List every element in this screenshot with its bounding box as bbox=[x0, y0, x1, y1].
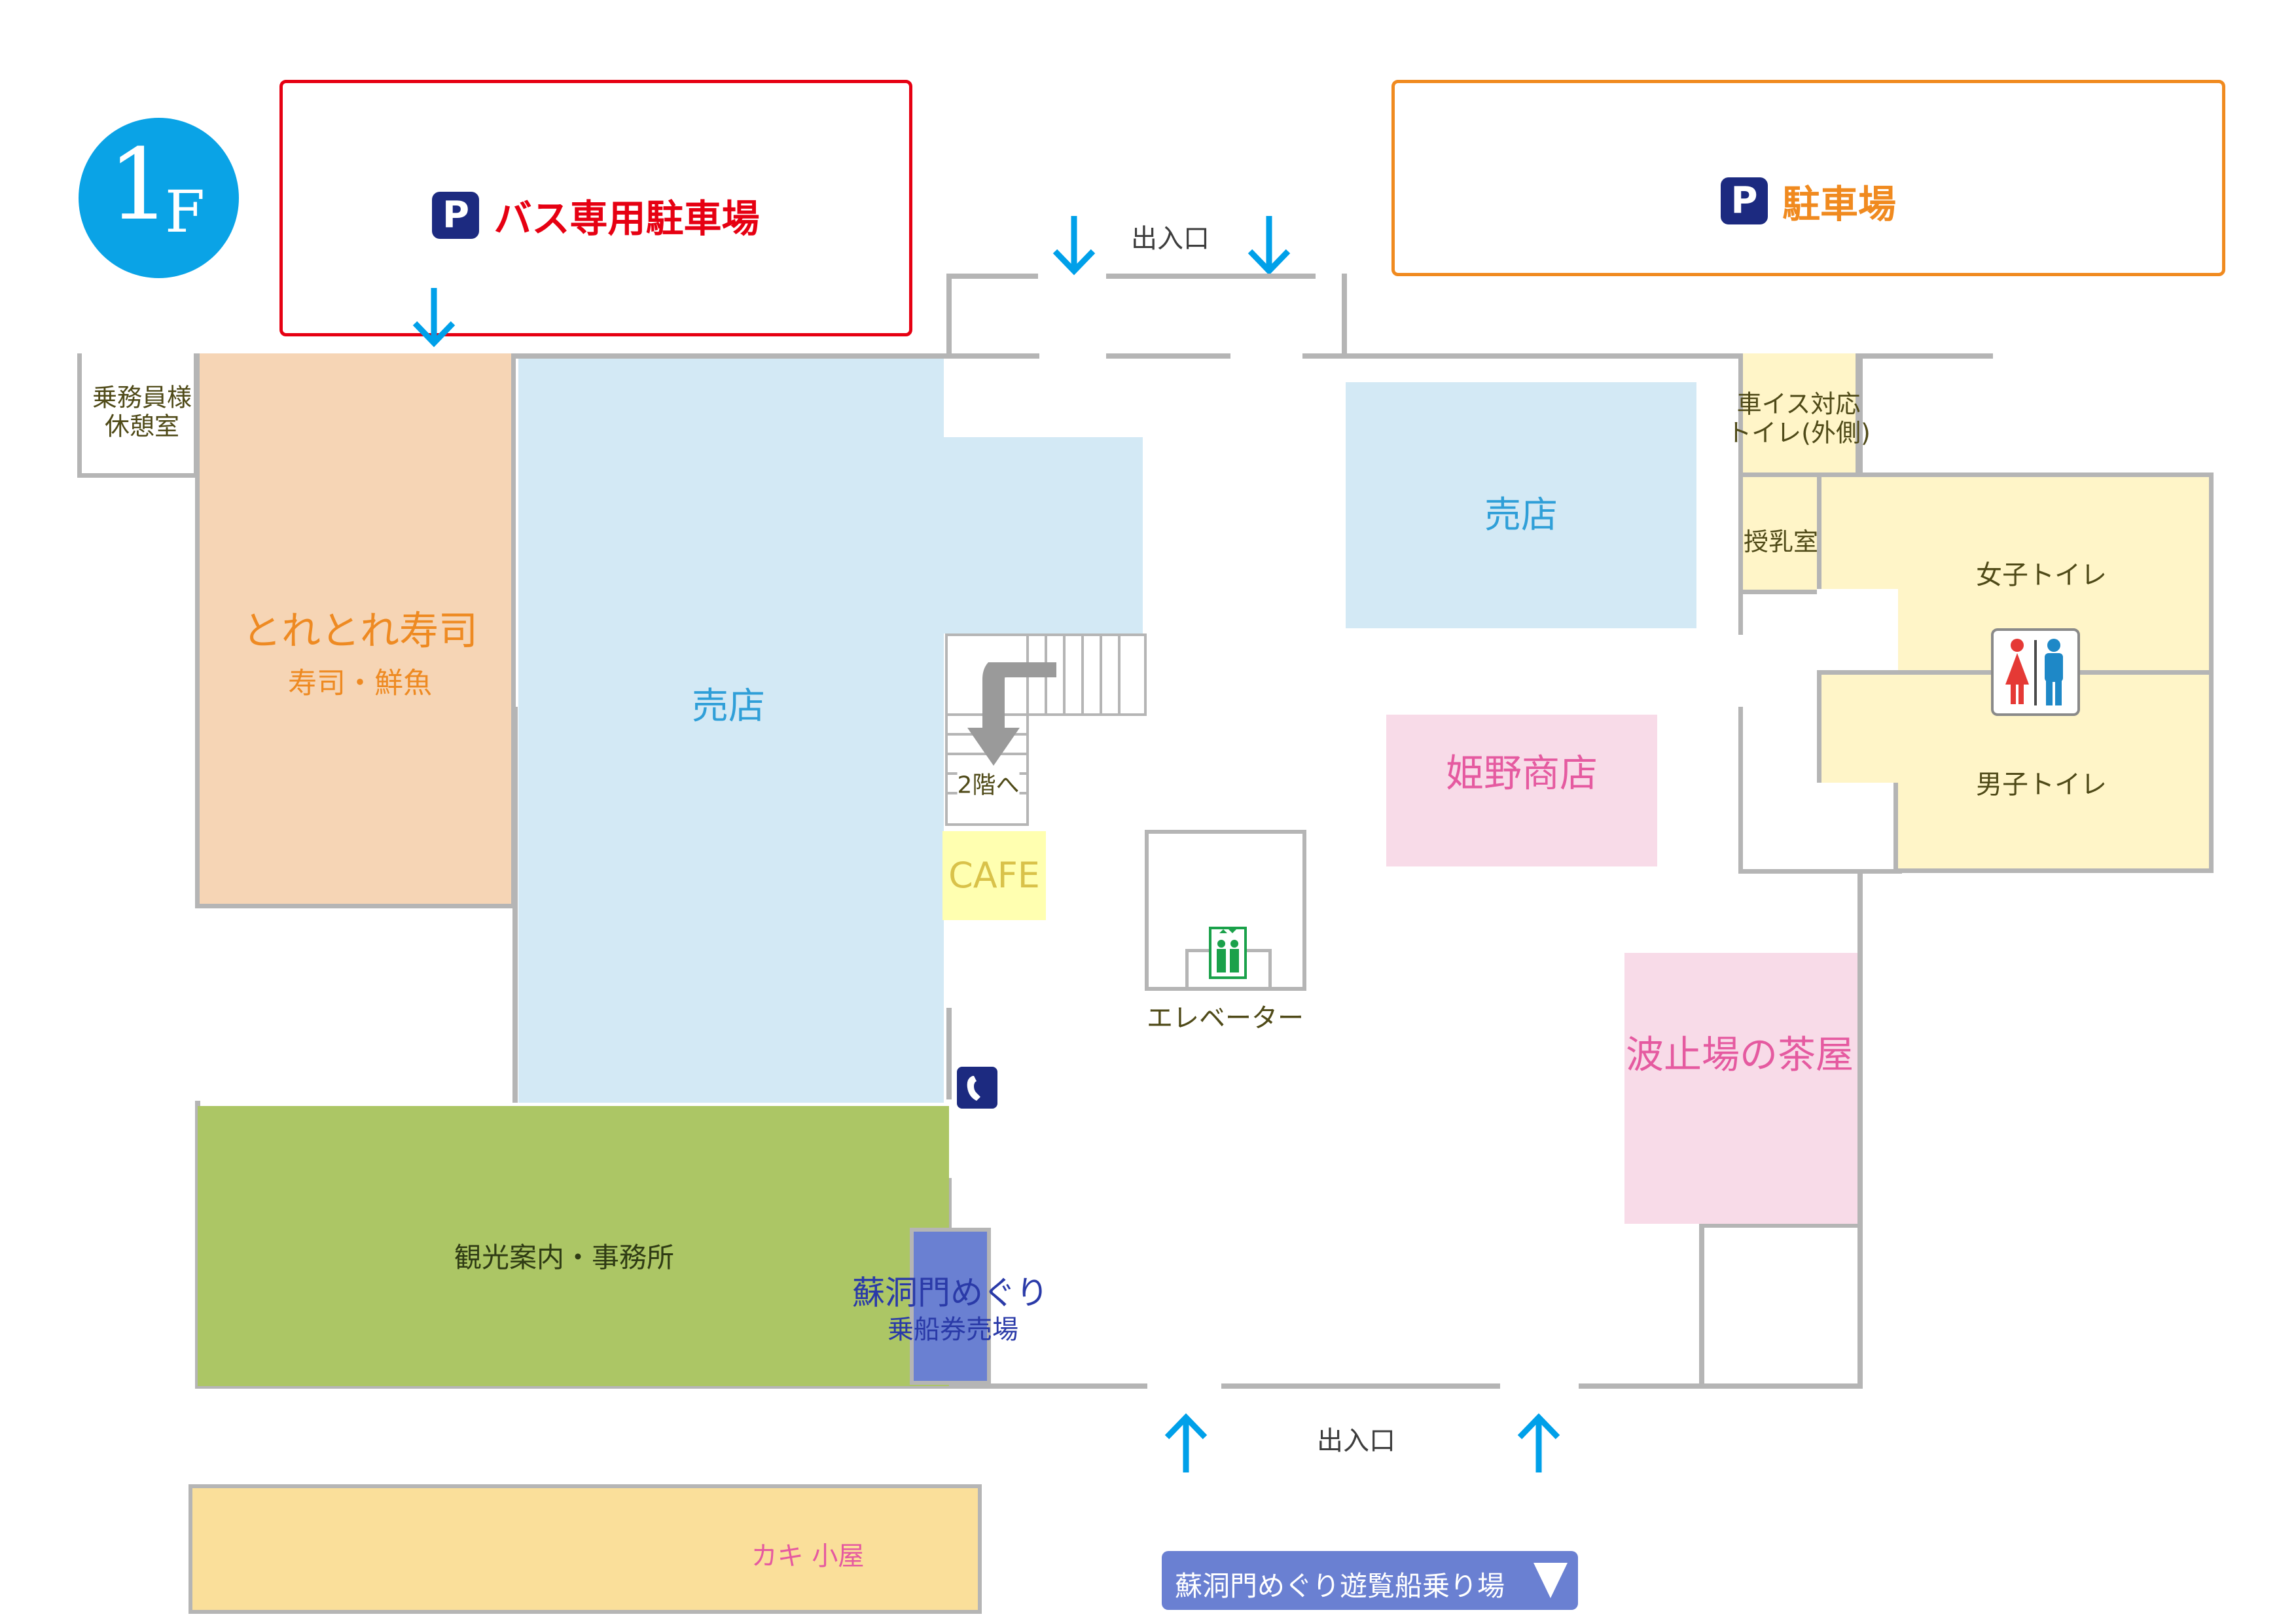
parking-lot: P 駐車場 bbox=[1391, 80, 2225, 276]
restroom-icon bbox=[1991, 628, 2080, 716]
nursing-room: 授乳室 bbox=[1738, 473, 1820, 594]
entrance-label-top: 出入口 bbox=[1131, 224, 1210, 254]
wheelchair-toilet bbox=[1738, 353, 1860, 475]
womens-toilet-label: 女子トイレ bbox=[1976, 560, 2107, 590]
floor-badge: 1 F bbox=[79, 118, 239, 278]
ticket-counter-title: 蘇洞門めぐり bbox=[852, 1274, 1049, 1312]
tourist-info-office: 観光案内・事務所 bbox=[198, 1106, 949, 1386]
cafe-label: CAFE bbox=[948, 854, 1040, 896]
entrance-label-bottom: 出入口 bbox=[1317, 1426, 1395, 1456]
parking-icon: P bbox=[1720, 177, 1768, 224]
sushi-shop-name: とれとれ寿司 bbox=[242, 608, 478, 654]
cafe: CAFE bbox=[942, 831, 1046, 920]
bus-parking: P バス専用駐車場 bbox=[279, 80, 912, 336]
nursing-room-label: 授乳室 bbox=[1743, 527, 1819, 557]
stairs-label: 2階へ bbox=[957, 772, 1020, 799]
himeno-shop-label: 姫野商店 bbox=[1445, 751, 1598, 796]
arrow-down-icon bbox=[412, 288, 456, 348]
shop-right: 売店 bbox=[1346, 382, 1696, 628]
ticket-counter bbox=[910, 1228, 991, 1385]
staircase: 2階へ bbox=[945, 633, 1148, 827]
arrow-down-icon bbox=[1052, 216, 1096, 276]
turn-arrow-icon bbox=[967, 662, 1056, 766]
boarding-direction-banner: 蘇洞門めぐり遊覧船乗り場 bbox=[1162, 1551, 1578, 1610]
toilet-corridor bbox=[1817, 589, 1898, 674]
crew-rest-label: 乗務員様 休憩室 bbox=[92, 383, 192, 440]
shop-left bbox=[518, 359, 944, 1103]
sushi-shop-sub: 寿司・鮮魚 bbox=[288, 666, 432, 700]
parking-label: 駐車場 bbox=[1782, 182, 1896, 226]
triangle-down-icon bbox=[1534, 1563, 1568, 1598]
ticket-counter-sub: 乗船券売場 bbox=[888, 1315, 1018, 1345]
tourist-info-label: 観光案内・事務所 bbox=[454, 1241, 675, 1274]
floor-badge-suffix: F bbox=[165, 178, 206, 245]
bus-parking-label: バス専用駐車場 bbox=[493, 196, 760, 241]
oyster-hut: カキ 小屋 bbox=[188, 1484, 982, 1614]
shop-right-label: 売店 bbox=[1484, 493, 1558, 537]
crew-rest-room: 乗務員様 休憩室 bbox=[77, 353, 198, 478]
shop-left-extension bbox=[942, 437, 1143, 633]
elevator-icon bbox=[1209, 927, 1247, 979]
himeno-shop: 姫野商店 bbox=[1386, 715, 1657, 866]
elevator bbox=[1145, 830, 1306, 991]
sushi-shop: とれとれ寿司 寿司・鮮魚 bbox=[195, 353, 516, 908]
elevator-label: エレベーター bbox=[1147, 1003, 1304, 1033]
hatoba-tea-house: 波止場の茶屋 bbox=[1624, 953, 1857, 1224]
arrow-down-icon bbox=[1247, 216, 1291, 276]
arrow-up-icon bbox=[1164, 1413, 1208, 1472]
parking-icon: P bbox=[432, 192, 480, 239]
telephone-icon bbox=[957, 1067, 997, 1109]
arrow-up-icon bbox=[1517, 1413, 1560, 1472]
wheelchair-toilet-label: 車イス対応 トイレ(外側) bbox=[1727, 389, 1871, 447]
shop-left-label: 売店 bbox=[692, 685, 765, 728]
floor-badge-number: 1 bbox=[108, 128, 171, 242]
oyster-hut-label: カキ 小屋 bbox=[751, 1541, 865, 1571]
mens-toilet-label: 男子トイレ bbox=[1976, 770, 2107, 800]
boarding-banner-label: 蘇洞門めぐり遊覧船乗り場 bbox=[1175, 1570, 1505, 1602]
hatoba-tea-house-label: 波止場の茶屋 bbox=[1625, 1032, 1854, 1077]
